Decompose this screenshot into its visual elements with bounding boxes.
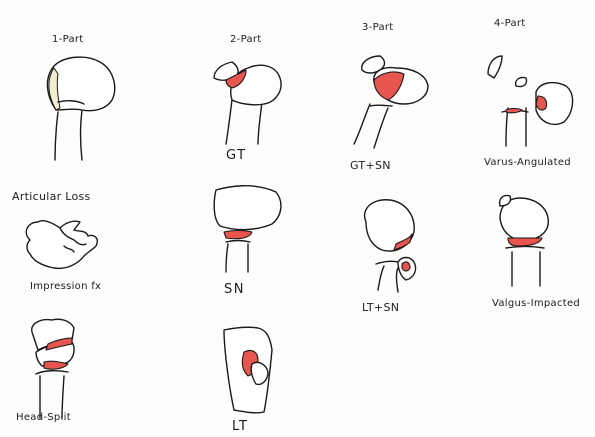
label-lt-sn: LT+SN (362, 301, 399, 314)
label-one-part: 1-Part (52, 34, 84, 45)
label-impression-fx: Impression fx (30, 281, 101, 292)
three-part-lt-sn-drawing (365, 200, 416, 292)
label-sn: SN (224, 282, 245, 297)
head-split-drawing (32, 319, 74, 418)
label-gt: GT (226, 148, 247, 163)
three-part-gt-sn-drawing (354, 56, 428, 148)
impression-fx-drawing (26, 221, 97, 269)
label-three-part: 3-Part (362, 22, 394, 33)
label-valgus-impacted: Valgus-Impacted (492, 298, 580, 309)
label-four-part: 4-Part (494, 18, 526, 29)
label-gt-sn: GT+SN (350, 159, 391, 172)
two-part-sn-drawing (214, 186, 281, 272)
label-varus-angulated: Varus-Angulated (484, 157, 571, 168)
two-part-gt-drawing (214, 62, 281, 144)
label-articular-loss: Articular Loss (12, 190, 91, 203)
label-two-part: 2-Part (230, 34, 262, 45)
label-lt: LT (232, 419, 248, 434)
label-head-split: Head-Split (16, 412, 71, 423)
one-part-drawing (47, 57, 114, 160)
four-part-varus-drawing (488, 56, 573, 146)
two-part-lt-drawing (224, 327, 272, 413)
four-part-valgus-drawing (500, 195, 549, 286)
